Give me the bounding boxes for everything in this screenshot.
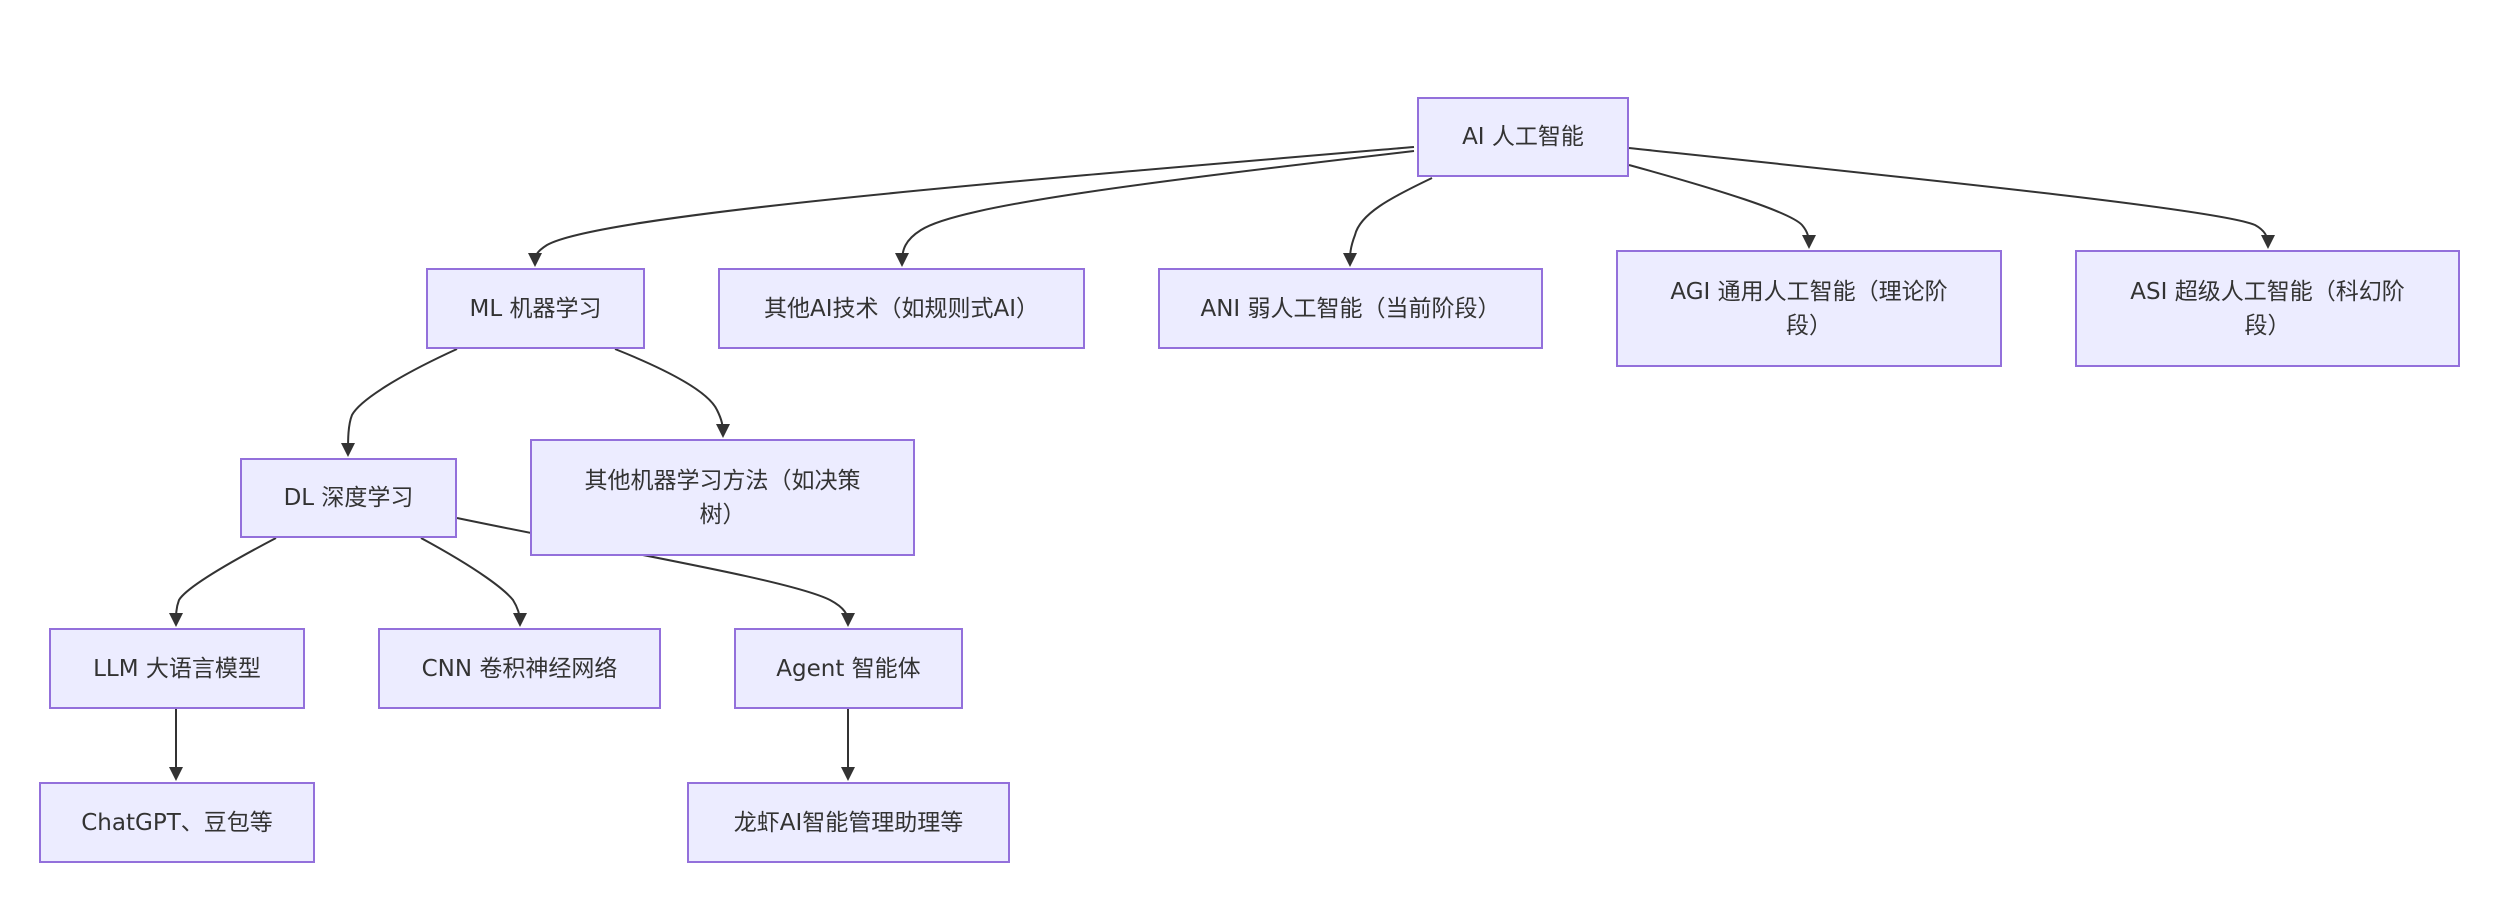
node-agi: AGI 通用人工智能（理论阶段） bbox=[1616, 250, 2002, 367]
edge-dl-cnn bbox=[420, 537, 521, 623]
node-chatgpt-label: ChatGPT、豆包等 bbox=[81, 809, 273, 836]
node-agent-label: Agent 智能体 bbox=[776, 655, 921, 682]
node-other-ml: 其他机器学习方法（如决策树） bbox=[530, 439, 915, 556]
node-dl: DL 深度学习 bbox=[240, 458, 457, 538]
node-chatgpt: ChatGPT、豆包等 bbox=[39, 782, 315, 863]
edge-dl-llm bbox=[175, 537, 277, 623]
edge-dl-agent-arrowhead bbox=[841, 613, 855, 627]
edge-ai-other-ai-arrowhead bbox=[895, 253, 909, 267]
node-llm: LLM 大语言模型 bbox=[49, 628, 305, 709]
node-dl-label: DL 深度学习 bbox=[283, 485, 414, 511]
node-cnn-label: CNN 卷积神经网络 bbox=[421, 655, 618, 682]
node-ani-label: ANI 弱人工智能（当前阶段） bbox=[1200, 295, 1501, 322]
edge-llm-chatgpt-arrowhead bbox=[169, 767, 183, 781]
edge-ai-ani-arrowhead bbox=[1343, 253, 1357, 267]
node-ai-label: AI 人工智能 bbox=[1462, 124, 1584, 150]
edge-ai-asi-arrowhead bbox=[2261, 235, 2275, 249]
edge-ai-agi-arrowhead bbox=[1802, 235, 1816, 249]
edge-ai-ml bbox=[534, 146, 1415, 263]
edge-ai-other-ai bbox=[901, 150, 1415, 263]
edge-ai-ml-arrowhead bbox=[528, 253, 542, 267]
edge-agent-longxia-arrowhead bbox=[841, 767, 855, 781]
edge-ai-agi bbox=[1628, 164, 1810, 245]
edge-dl-cnn-arrowhead bbox=[513, 613, 527, 627]
node-longxia: 龙虾AI智能管理助理等 bbox=[687, 782, 1010, 863]
node-ml: ML 机器学习 bbox=[426, 268, 645, 349]
node-agent: Agent 智能体 bbox=[734, 628, 963, 709]
node-longxia-label: 龙虾AI智能管理助理等 bbox=[733, 809, 964, 836]
edge-ml-other-ml-arrowhead bbox=[716, 424, 730, 438]
node-ml-label: ML 机器学习 bbox=[469, 295, 602, 322]
edge-ml-dl bbox=[347, 348, 458, 453]
node-asi-label: ASI 超级人工智能（科幻阶段） bbox=[2130, 278, 2405, 339]
edge-ai-ani bbox=[1349, 177, 1433, 263]
node-asi: ASI 超级人工智能（科幻阶段） bbox=[2075, 250, 2460, 367]
node-llm-label: LLM 大语言模型 bbox=[93, 655, 261, 682]
node-cnn: CNN 卷积神经网络 bbox=[378, 628, 661, 709]
edge-ml-dl-arrowhead bbox=[341, 443, 355, 457]
edge-ai-asi bbox=[1628, 147, 2269, 245]
edge-ml-other-ml bbox=[614, 348, 724, 434]
node-other-ml-label: 其他机器学习方法（如决策树） bbox=[584, 467, 861, 528]
node-other-ai: 其他AI技术（如规则式AI） bbox=[718, 268, 1085, 349]
node-other-ai-label: 其他AI技术（如规则式AI） bbox=[763, 295, 1040, 322]
node-ani: ANI 弱人工智能（当前阶段） bbox=[1158, 268, 1543, 349]
edge-dl-llm-arrowhead bbox=[169, 613, 183, 627]
node-agi-label: AGI 通用人工智能（理论阶段） bbox=[1670, 278, 1948, 339]
node-ai: AI 人工智能 bbox=[1417, 97, 1629, 177]
